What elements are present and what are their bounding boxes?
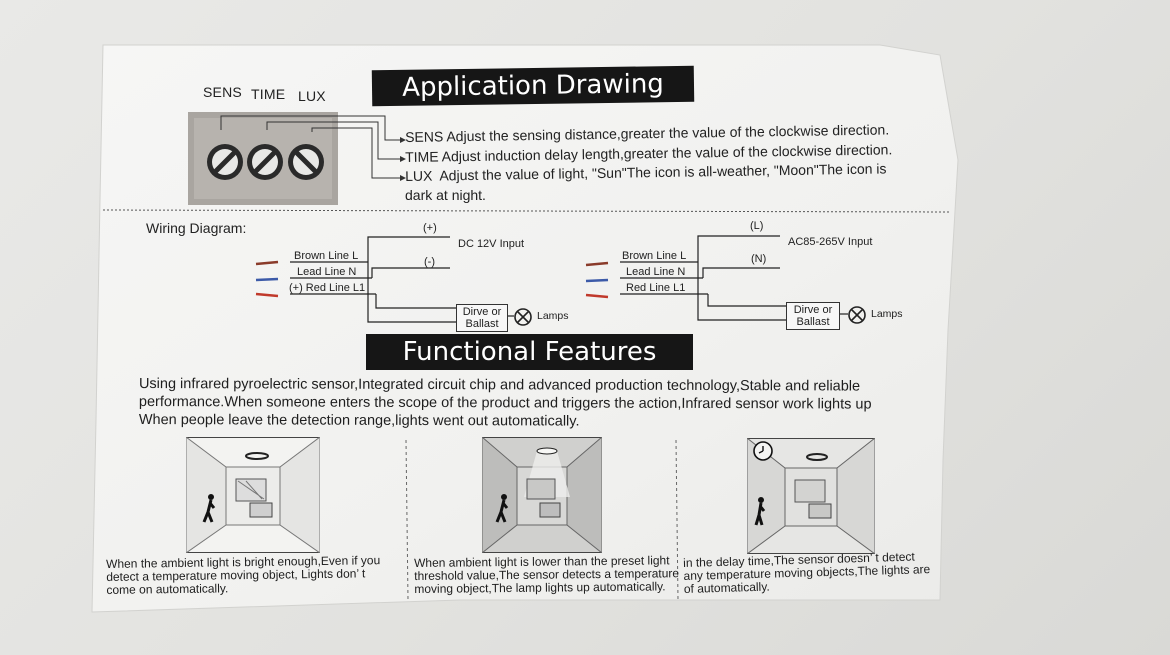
sens-knob-label: SENS <box>203 84 242 100</box>
time-knob-label: TIME <box>251 86 286 102</box>
dc-negative-label: (-) <box>424 256 435 268</box>
lux-knob-label: LUX <box>298 88 326 104</box>
ac-n-label: (N) <box>751 253 767 265</box>
lux-knob-icon <box>288 144 324 180</box>
dc-lamps-label: Lamps <box>537 310 569 322</box>
dc-ballast-line1: Dirve or <box>462 306 502 318</box>
caption-dark: When ambient light is lower than the pre… <box>414 553 679 596</box>
sens-knob-icon <box>207 144 243 180</box>
dc-ballast-box: Dirve or Ballast <box>456 304 508 332</box>
ac-ballast-line2: Ballast <box>796 316 830 328</box>
dc-brown-line-label: Brown Line L <box>294 250 359 262</box>
room-illustration-bright <box>186 437 320 553</box>
ac-input-label: AC85-265V Input <box>788 236 873 248</box>
ac-l-label: (L) <box>750 220 764 232</box>
functional-line-3: When people leave the detection range,li… <box>138 411 580 430</box>
caption-delay: in the delay time,The sensor doesn’ t de… <box>683 550 931 596</box>
ceiling-sensor-icon <box>245 452 269 460</box>
lux-adjust-description-cont: dark at night. <box>405 187 486 203</box>
dc-input-label: DC 12V Input <box>458 238 525 250</box>
ac-lead-line-label: Lead Line N <box>626 266 686 278</box>
ac-lamp-icon <box>848 306 866 324</box>
dc-ballast-line2: Ballast <box>465 318 499 330</box>
functional-features-banner: Functional Features <box>366 334 693 370</box>
blue-wire-swatch <box>255 277 279 282</box>
ac-lamps-label: Lamps <box>871 308 903 320</box>
dc-lamp-icon <box>514 308 532 326</box>
dc-red-line-label: (+) Red Line L1 <box>289 282 366 294</box>
red-wire-swatch <box>255 292 279 298</box>
dc-positive-label: (+) <box>423 222 437 234</box>
functional-description: Using infrared pyroelectric sensor,Integ… <box>139 375 872 432</box>
caption-bright: When the ambient light is bright enough,… <box>106 553 381 597</box>
dc-lead-line-label: Lead Line N <box>297 266 357 278</box>
time-knob-icon <box>247 144 283 180</box>
ac-ballast-box: Dirve or Ballast <box>786 302 840 330</box>
wiring-diagram-title: Wiring Diagram: <box>146 220 247 236</box>
brown-wire-swatch <box>255 260 279 266</box>
ac-ballast-line1: Dirve or <box>793 304 833 316</box>
caption-dark-line-3: moving object,The lamp lights up automat… <box>414 579 666 596</box>
ac-red-line-label: Red Line L1 <box>626 282 686 294</box>
ac-brown-line-label: Brown Line L <box>622 250 687 262</box>
person-icon <box>202 494 216 523</box>
room-illustration-delay <box>747 438 875 554</box>
clock-icon <box>753 441 773 461</box>
room-illustration-dark <box>482 437 602 553</box>
